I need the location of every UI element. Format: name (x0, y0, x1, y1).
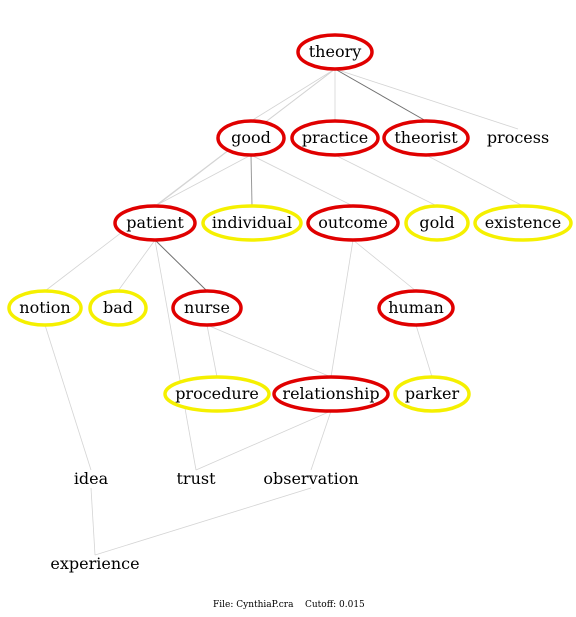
edge-notion-idea (44, 324, 92, 471)
node-relationship: relationship (272, 375, 390, 413)
node-label-gold: gold (419, 213, 454, 232)
node-experience: experience (50, 554, 139, 573)
edge-outcome-human (352, 239, 417, 292)
node-patient: patient (113, 204, 197, 242)
node-ring-existence (473, 204, 573, 242)
node-outcome: outcome (306, 204, 400, 242)
node-parker: parker (393, 375, 471, 413)
node-label-outcome: outcome (318, 213, 388, 232)
node-idea: idea (74, 469, 109, 488)
node-label-theorist: theorist (394, 128, 458, 147)
node-practice: practice (290, 119, 380, 157)
node-ring-relationship (272, 375, 390, 413)
node-label-individual: individual (212, 213, 292, 232)
edge-theory-process (334, 68, 519, 130)
node-label-idea: idea (74, 469, 109, 488)
node-ring-human (377, 289, 455, 327)
edge-relationship-observation (310, 410, 332, 471)
edge-human-parker (415, 324, 433, 378)
node-label-bad: bad (103, 298, 133, 317)
edge-relationship-trust (195, 410, 332, 471)
node-label-patient: patient (126, 213, 184, 232)
edge-good-outcome (250, 154, 354, 207)
edge-theory-notion (44, 68, 336, 292)
node-trust: trust (176, 469, 216, 488)
node-ring-practice (290, 119, 380, 157)
edge-nurse-procedure (206, 324, 218, 378)
node-observation: observation (263, 469, 358, 488)
node-label-notion: notion (19, 298, 70, 317)
node-ring-theory (296, 33, 374, 71)
footer-cutoff: Cutoff: 0.015 (305, 600, 365, 610)
node-label-parker: parker (405, 384, 460, 403)
node-label-experience: experience (50, 554, 139, 573)
edge-patient-bad (117, 239, 156, 292)
footer-file: File: CynthiaP.cra (213, 600, 294, 610)
node-human: human (377, 289, 455, 327)
node-label-relationship: relationship (282, 384, 379, 403)
edge-good-individual (250, 154, 253, 207)
node-label-nurse: nurse (184, 298, 230, 317)
edge-outcome-relationship (330, 239, 354, 378)
edges-layer (44, 68, 524, 556)
edge-practice-gold (334, 154, 438, 207)
node-ring-procedure (163, 375, 271, 413)
node-theory: theory (296, 33, 374, 71)
node-ring-nurse (171, 289, 243, 327)
node-gold: gold (404, 204, 470, 242)
edge-idea-experience (90, 487, 96, 556)
node-label-process: process (487, 128, 549, 147)
node-label-practice: practice (302, 128, 368, 147)
node-procedure: procedure (163, 375, 271, 413)
node-label-trust: trust (176, 469, 216, 488)
edge-observation-experience (94, 487, 312, 556)
node-label-good: good (231, 128, 271, 147)
node-nurse: nurse (171, 289, 243, 327)
node-good: good (216, 119, 286, 157)
node-label-procedure: procedure (175, 384, 259, 403)
node-label-human: human (388, 298, 444, 317)
node-ring-outcome (306, 204, 400, 242)
node-theorist: theorist (382, 119, 470, 157)
edge-patient-trust (154, 239, 197, 471)
node-bad: bad (88, 289, 148, 327)
node-process: process (487, 128, 549, 147)
node-ring-parker (393, 375, 471, 413)
node-label-observation: observation (263, 469, 358, 488)
edge-theory-good (250, 68, 336, 122)
node-ring-bad (88, 289, 148, 327)
node-notion: notion (7, 289, 83, 327)
node-label-theory: theory (309, 42, 362, 61)
edge-nurse-relationship (206, 324, 332, 378)
node-ring-theorist (382, 119, 470, 157)
node-ring-patient (113, 204, 197, 242)
edge-theorist-existence (425, 154, 524, 207)
node-ring-gold (404, 204, 470, 242)
node-ring-good (216, 119, 286, 157)
node-ring-notion (7, 289, 83, 327)
node-individual: individual (201, 204, 303, 242)
edge-theory-theorist (334, 68, 427, 122)
node-label-existence: existence (485, 213, 561, 232)
nodes-layer: theory good practice theorist process patient… (7, 33, 573, 573)
edge-patient-nurse (154, 239, 208, 292)
node-existence: existence (473, 204, 573, 242)
edge-good-patient (154, 154, 252, 207)
node-ring-individual (201, 204, 303, 242)
